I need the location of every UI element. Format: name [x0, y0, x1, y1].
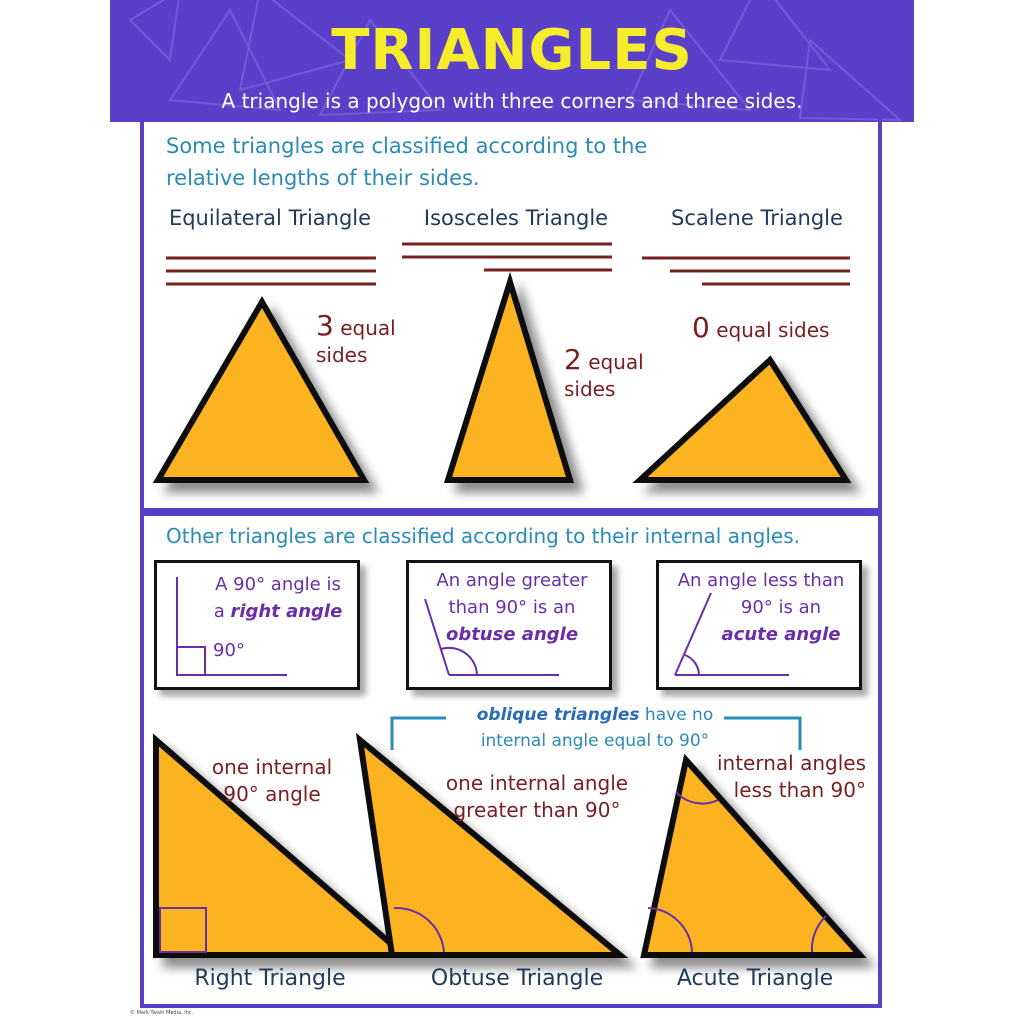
right-triangle-name: Right Triangle: [194, 966, 346, 991]
right-triangle: [153, 733, 413, 958]
obtuse-triangle: [355, 732, 629, 958]
page-subtitle: A triangle is a polygon with three corne…: [221, 89, 803, 113]
right-box-line1: A 90° angle is: [215, 574, 341, 595]
header-banner: TRIANGLES A triangle is a polygon with t…: [110, 0, 914, 122]
isosceles-name: Isosceles Triangle: [423, 206, 609, 230]
scalene-triangle: [632, 355, 852, 483]
obtuse-triangle-name: Obtuse Triangle: [430, 966, 604, 991]
footer-credit: © Mark Twain Media, Inc.: [130, 1010, 194, 1016]
acute-box-line2: 90° is an: [740, 597, 822, 618]
isosceles-label: 2 equal sides: [564, 343, 644, 402]
right-triangle-note: one internal 90° angle: [211, 755, 333, 806]
obtuse-angle-box: An angle greater than 90° is an obtuse a…: [406, 560, 612, 690]
sides-intro-line2: relative lengths of their sides.: [166, 166, 480, 190]
acute-triangle-note: internal angles less than 90°: [716, 751, 866, 802]
equilateral-triangle: [152, 296, 370, 483]
obtuse-angle-arc: [393, 906, 445, 953]
isosceles-triangle: [443, 271, 575, 483]
acute-left-arc: [647, 907, 693, 953]
sides-intro-line1: Some triangles are classified according …: [166, 134, 648, 158]
oblique-bracket: [390, 716, 802, 750]
right-box-degree: 90°: [213, 640, 245, 661]
oblique-term: oblique triangles: [476, 705, 640, 725]
obtuse-box-line1: An angle greater: [436, 570, 588, 591]
acute-angle-diagram: [674, 592, 789, 676]
equilateral-label: 3 equal sides: [316, 309, 396, 368]
acute-box-line1: An angle less than: [677, 570, 845, 591]
acute-angle-term: acute angle: [721, 624, 841, 645]
side-marks: [166, 242, 850, 286]
obtuse-angle-term: obtuse angle: [445, 624, 579, 645]
acute-triangle-name: Acute Triangle: [676, 966, 834, 991]
acute-triangle: [640, 753, 867, 958]
page-title: TRIANGLES: [331, 18, 693, 83]
right-angle-diagram: [176, 577, 287, 676]
equilateral-name: Equilateral Triangle: [168, 206, 372, 230]
acute-right-arc: [810, 915, 827, 953]
sides-section-frame: [140, 118, 882, 512]
acute-top-arc: [675, 791, 719, 805]
right-angle-term: right angle: [230, 601, 343, 622]
oblique-line2: internal angle equal to 90°: [480, 731, 710, 751]
obtuse-angle-diagram: [424, 598, 559, 676]
obtuse-box-line2: than 90° is an: [448, 597, 576, 618]
oblique-note: oblique triangles have no internal angle…: [476, 705, 714, 751]
angles-intro: Other triangles are classified according…: [166, 524, 800, 548]
scalene-name: Scalene Triangle: [671, 206, 843, 230]
angles-section-frame: [140, 512, 882, 1008]
triangle-pattern: [128, 0, 903, 122]
right-angle-box: A 90° angle is a right angle 90°: [154, 560, 360, 690]
scalene-label: 0 equal sides: [692, 311, 830, 344]
obtuse-triangle-note: one internal angle greater than 90°: [445, 771, 629, 822]
right-angle-mark: [159, 907, 207, 953]
acute-angle-box: An angle less than 90° is an acute angle: [656, 560, 862, 690]
